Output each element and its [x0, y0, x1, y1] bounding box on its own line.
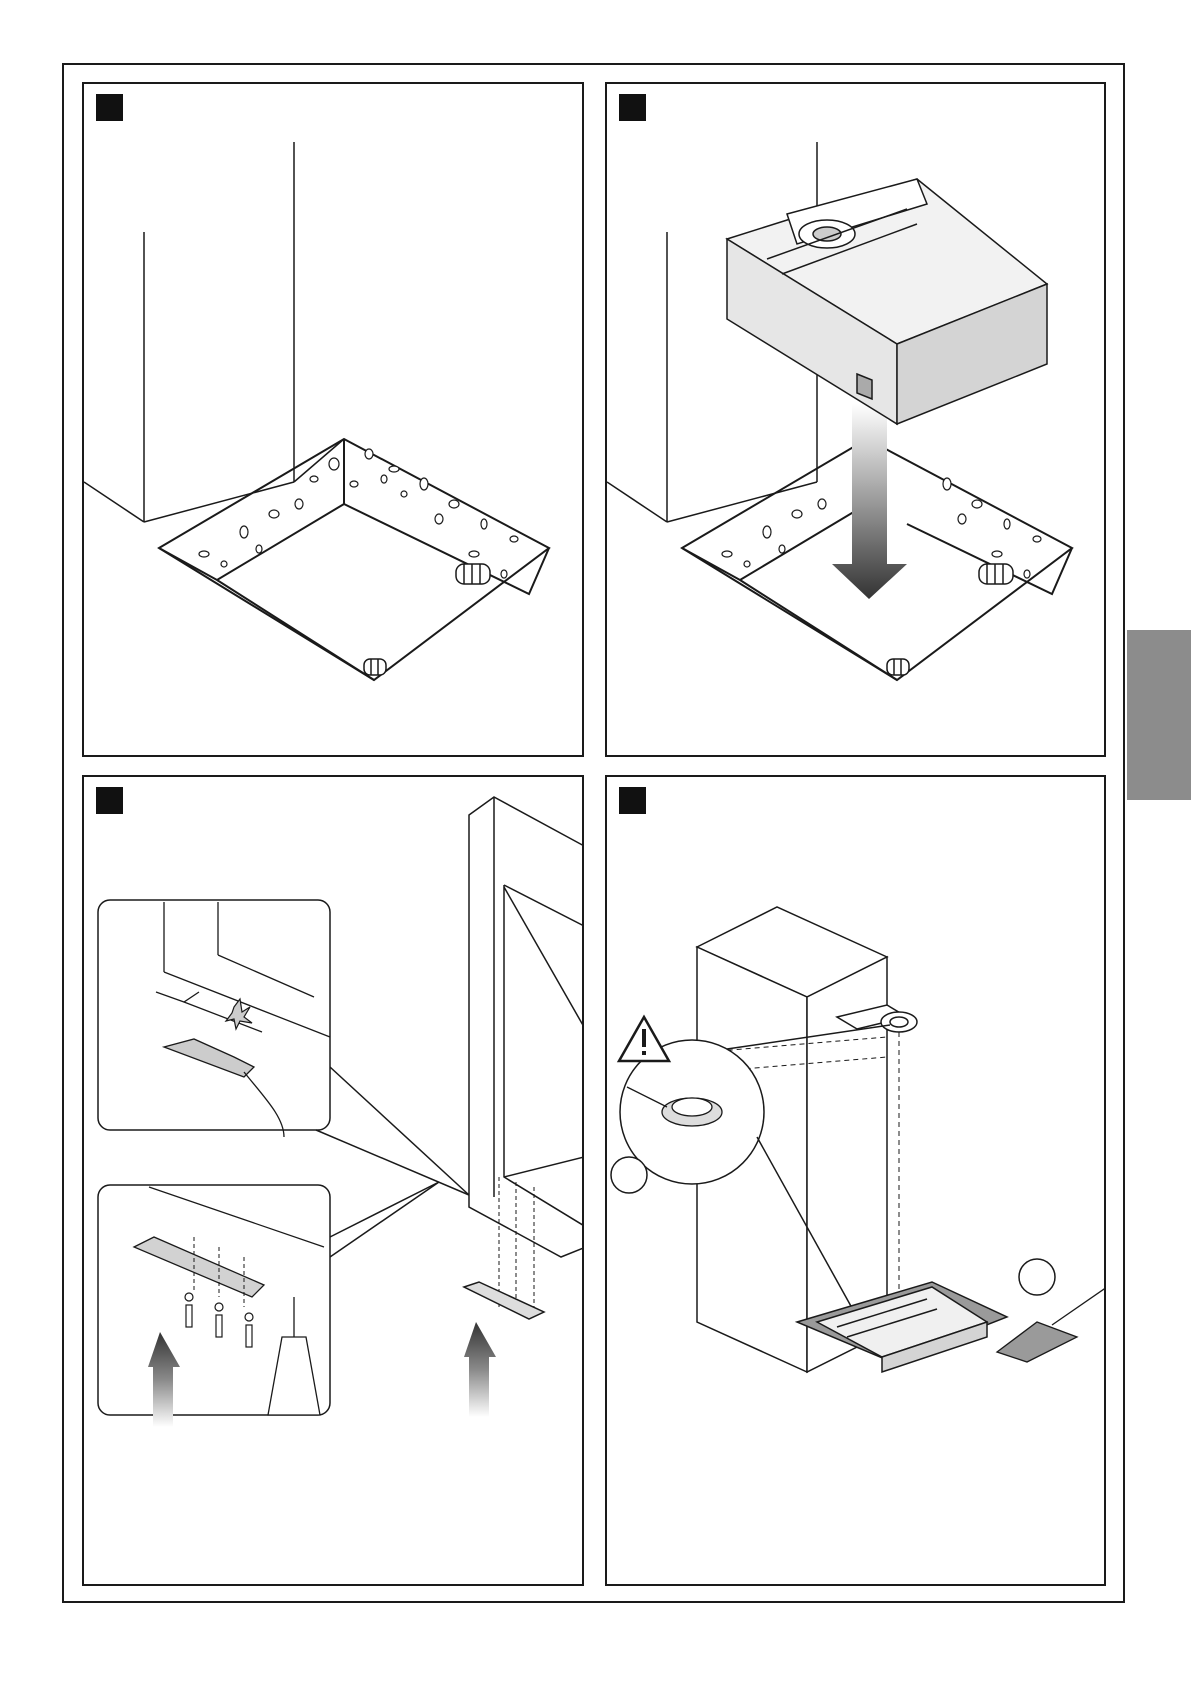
bracket-fitting-illustration: [84, 777, 584, 1586]
panel-4: [605, 775, 1106, 1586]
conduit-pipe: [364, 659, 386, 675]
foundation-box-illustration: [607, 84, 1106, 757]
warning-triangle-icon: [619, 1017, 669, 1061]
panel-3: [82, 775, 584, 1586]
trowel-icon: [997, 1287, 1106, 1362]
alignment-illustration: [607, 777, 1106, 1586]
conduit-pipe: [979, 564, 1013, 584]
excavation-pit-illustration: [84, 84, 584, 757]
foundation-box: [727, 179, 1047, 424]
conduit-pipe: [456, 564, 490, 584]
conduit-pipe: [887, 659, 909, 675]
panel-2: [605, 82, 1106, 757]
gate-leaf: [469, 797, 584, 1257]
callout-circle: [1019, 1259, 1055, 1295]
up-arrow-icon: [464, 1322, 496, 1417]
panel-1: [82, 82, 584, 757]
side-tab: [1127, 630, 1191, 800]
callout-circle: [611, 1157, 647, 1193]
bracket: [464, 1282, 544, 1319]
down-arrow-icon: [832, 404, 907, 599]
